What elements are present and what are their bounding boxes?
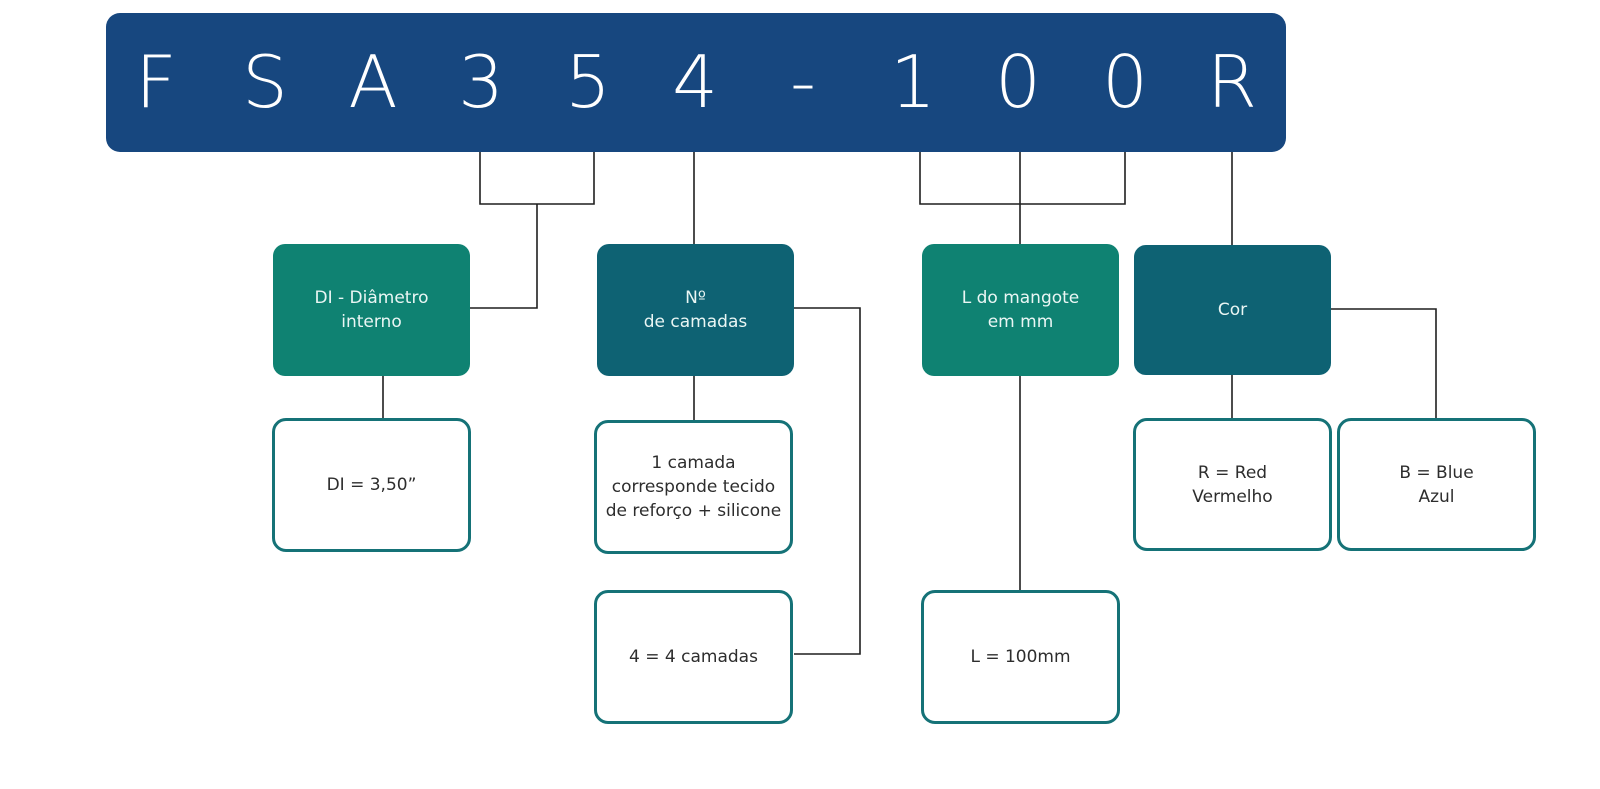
category-di-box: DI - Diâmetro interno [273,244,470,376]
category-comprimento-box: L do mangote em mm [922,244,1119,376]
product-code-banner [106,13,1286,152]
code-char: 5 [565,40,611,124]
code-char: S [242,40,288,124]
value-di-box: DI = 3,50” [272,418,471,552]
connector-camada-4 [794,307,861,655]
value-camada-1-box: 1 camada corresponde tecido de reforço +… [594,420,793,554]
value-length-box: L = 100mm [921,590,1120,724]
code-char: F [135,40,177,124]
category-cor-box: Cor [1134,245,1331,375]
code-char: A [348,40,398,124]
code-char: - [790,40,816,124]
code-char: 0 [1102,40,1148,124]
code-char: 4 [672,40,718,124]
code-char: R [1206,40,1258,124]
value-color-blue-box: B = Blue Azul [1337,418,1536,551]
value-color-red-box: R = Red Vermelho [1133,418,1332,551]
category-camadas-box: Nº de camadas [597,244,794,376]
code-char: 3 [458,40,504,124]
connector-comprimento [919,152,1126,205]
connector-color-blue [1331,308,1437,418]
connector-di-stem [470,204,538,309]
connector-di [479,152,595,205]
value-camada-4-box: 4 = 4 camadas [594,590,793,724]
code-char: 0 [995,40,1041,124]
code-char: 1 [890,40,936,124]
